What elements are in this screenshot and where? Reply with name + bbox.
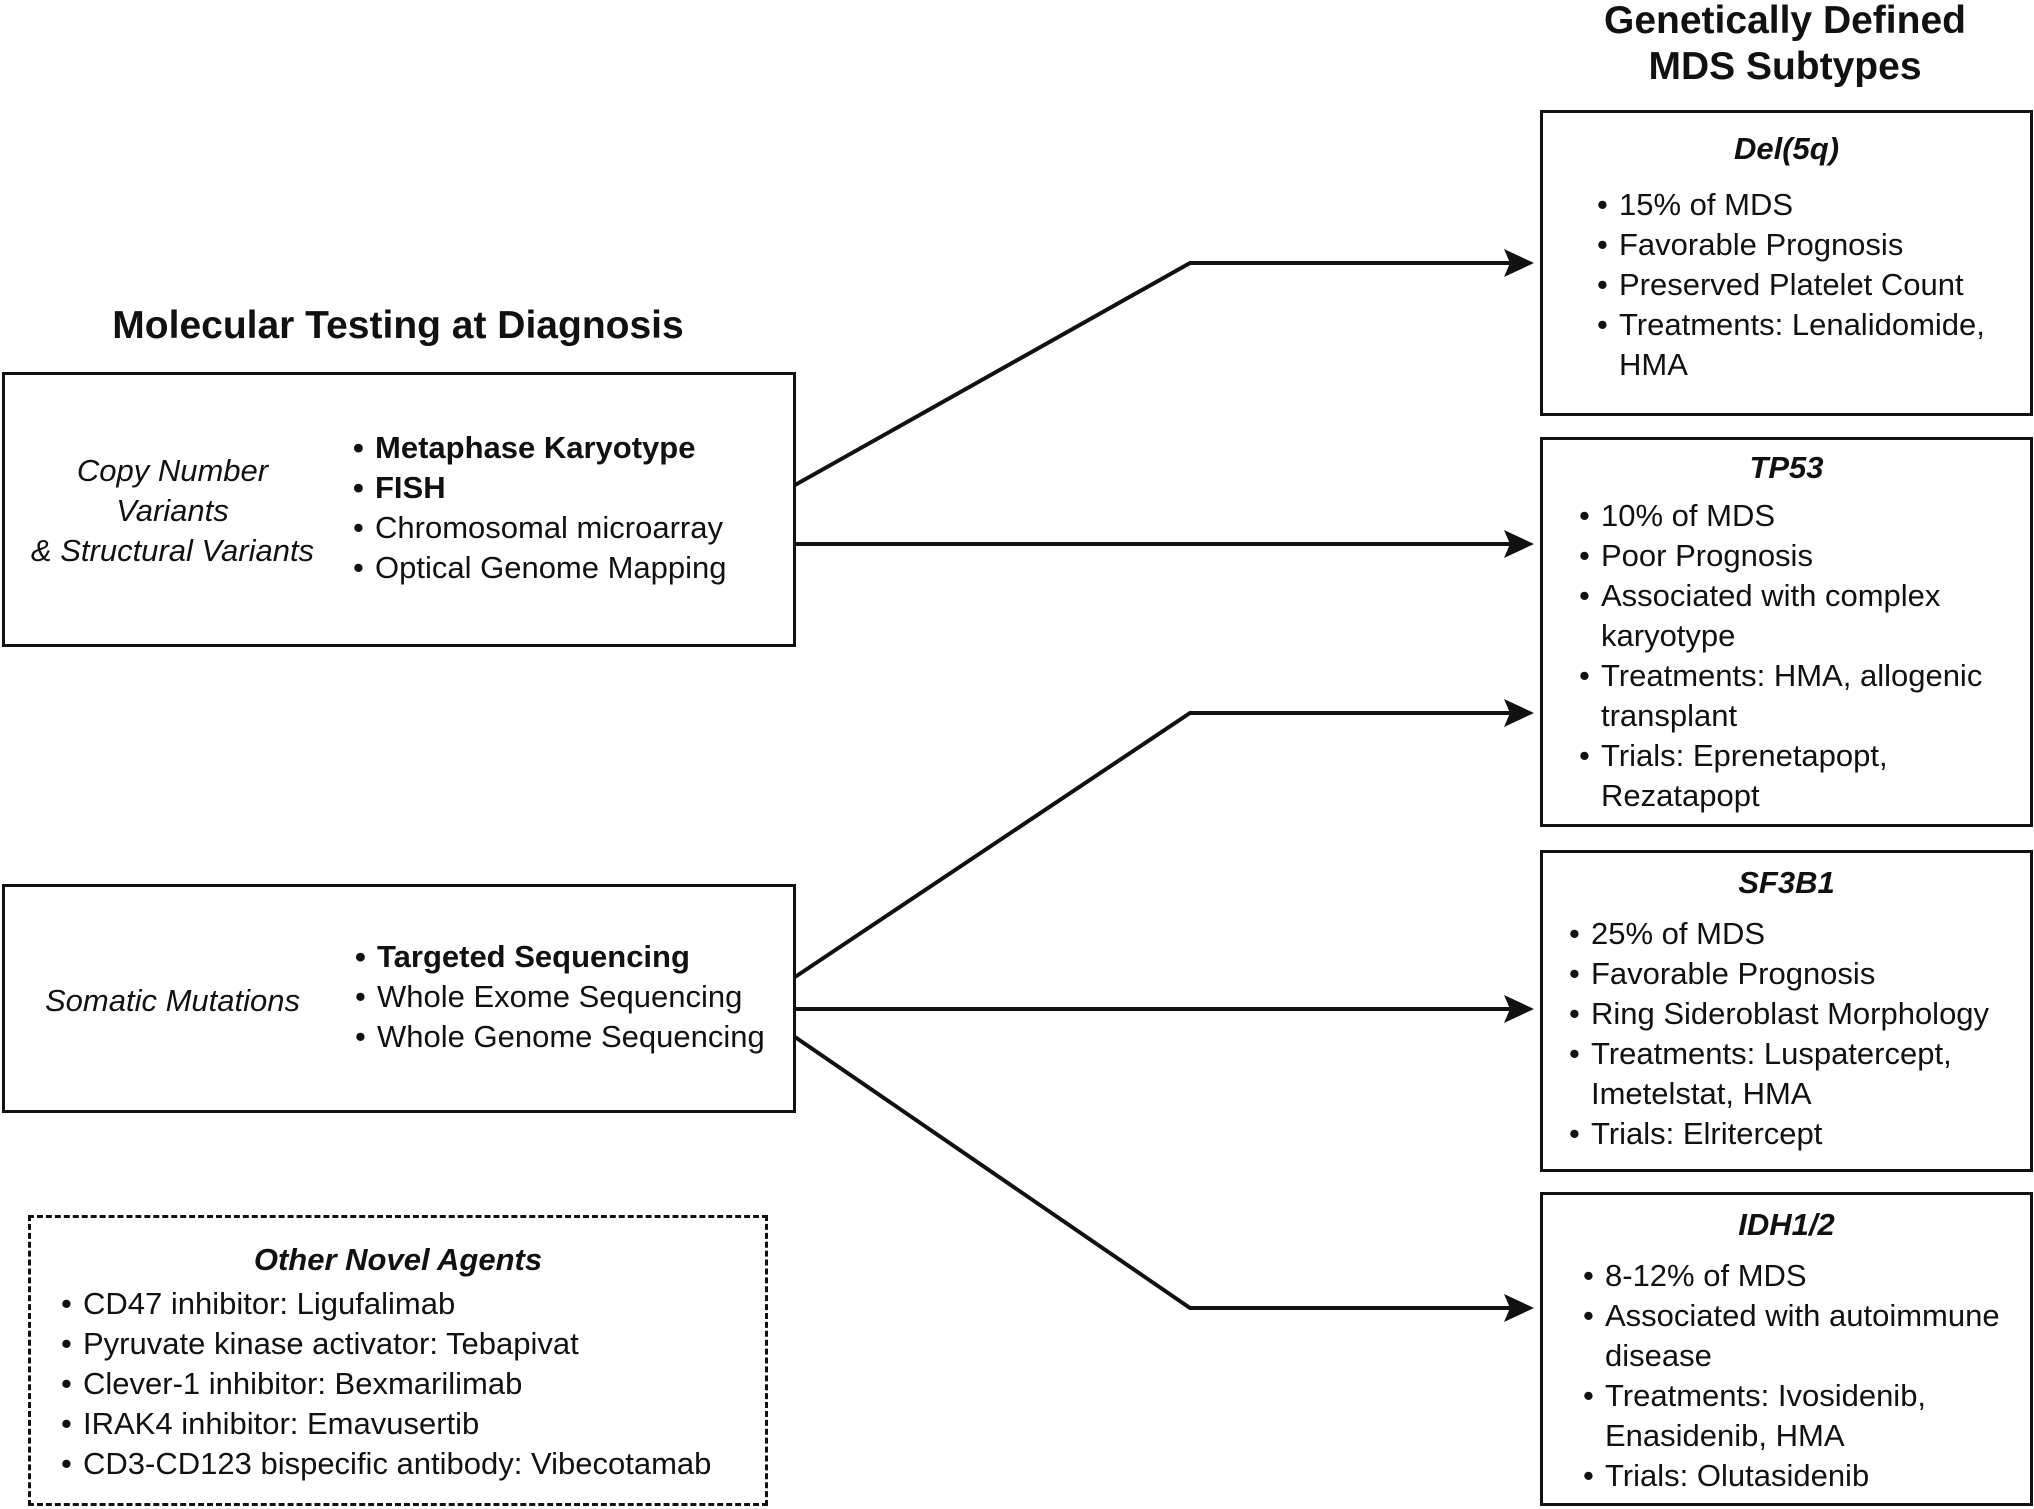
somatic-category-label: Somatic Mutations bbox=[5, 981, 340, 1021]
arrow-heads bbox=[1504, 249, 1534, 1322]
method-item: Chromosomal microarray bbox=[353, 508, 727, 548]
cnv-category-label: Copy Number Variants & Structural Varian… bbox=[5, 451, 340, 571]
subtype-item: Trials: Elritercept bbox=[1569, 1114, 1989, 1154]
category-line: & Structural Variants bbox=[30, 533, 315, 568]
cnv-testing-box: Copy Number Variants & Structural Varian… bbox=[2, 372, 796, 647]
arrow-lines bbox=[793, 261, 1512, 1310]
subtype-item: Poor Prognosis bbox=[1579, 536, 1982, 576]
agent-item: CD47 inhibitor: Ligufalimab bbox=[61, 1284, 711, 1324]
subtype-idh-box: IDH1/2 8-12% of MDS Associated with auto… bbox=[1540, 1192, 2033, 1506]
other-agents-list: CD47 inhibitor: Ligufalimab Pyruvate kin… bbox=[61, 1284, 711, 1484]
subtype-tp53-box: TP53 10% of MDS Poor Prognosis Associate… bbox=[1540, 437, 2033, 827]
subtype-items: 25% of MDS Favorable Prognosis Ring Side… bbox=[1569, 914, 1989, 1154]
somatic-testing-box: Somatic Mutations Targeted Sequencing Wh… bbox=[2, 884, 796, 1113]
method-item: FISH bbox=[353, 468, 727, 508]
subtype-item: Preserved Platelet Count bbox=[1597, 265, 1985, 305]
other-agents-title: Other Novel Agents bbox=[253, 1242, 543, 1277]
agent-item: Clever-1 inhibitor: Bexmarilimab bbox=[61, 1364, 711, 1404]
subtype-item: Favorable Prognosis bbox=[1597, 225, 1985, 265]
category-line: Somatic Mutations bbox=[45, 983, 300, 1018]
arrowhead-del5q bbox=[1504, 249, 1534, 277]
method-item: Targeted Sequencing bbox=[355, 937, 765, 977]
other-novel-agents-box: Other Novel Agents CD47 inhibitor: Liguf… bbox=[28, 1215, 768, 1506]
subtype-item: 8-12% of MDS bbox=[1583, 1256, 2000, 1296]
right-heading: Genetically Defined MDS Subtypes bbox=[1490, 0, 2034, 90]
cnv-methods-list: Metaphase Karyotype FISH Chromosomal mic… bbox=[353, 428, 727, 588]
agent-item: IRAK4 inhibitor: Emavusertib bbox=[61, 1404, 711, 1444]
method-item: Optical Genome Mapping bbox=[353, 548, 727, 588]
somatic-methods-list: Targeted Sequencing Whole Exome Sequenci… bbox=[355, 937, 765, 1057]
subtype-item: Trials: Olutasidenib bbox=[1583, 1456, 2000, 1496]
subtype-items: 8-12% of MDS Associated with autoimmuned… bbox=[1583, 1256, 2000, 1496]
right-heading-line-2: MDS Subtypes bbox=[1648, 45, 1922, 88]
subtype-del5q-box: Del(5q) 15% of MDS Favorable Prognosis P… bbox=[1540, 110, 2033, 416]
agent-item: CD3-CD123 bispecific antibody: Vibecotam… bbox=[61, 1444, 711, 1484]
subtype-item: 25% of MDS bbox=[1569, 914, 1989, 954]
subtype-item: Favorable Prognosis bbox=[1569, 954, 1989, 994]
subtype-title: SF3B1 bbox=[1738, 865, 1835, 900]
subtype-item: Treatments: Ivosidenib,Enasidenib, HMA bbox=[1583, 1376, 2000, 1456]
subtype-title: TP53 bbox=[1749, 450, 1824, 485]
subtype-item: 15% of MDS bbox=[1597, 185, 1985, 225]
arrowhead-tp53-b bbox=[1504, 699, 1534, 727]
arrow-somatic-to-idh bbox=[793, 1035, 1512, 1310]
subtype-sf3b1-box: SF3B1 25% of MDS Favorable Prognosis Rin… bbox=[1540, 850, 2033, 1172]
arrowhead-idh bbox=[1504, 1294, 1534, 1322]
right-heading-line-1: Genetically Defined bbox=[1604, 0, 1966, 42]
subtype-items: 10% of MDS Poor Prognosis Associated wit… bbox=[1579, 496, 1982, 816]
subtype-item: Ring Sideroblast Morphology bbox=[1569, 994, 1989, 1034]
category-line: Variants bbox=[116, 493, 229, 528]
arrow-cnv-to-del5q bbox=[794, 261, 1512, 487]
subtype-item: Treatments: Luspatercept,Imetelstat, HMA bbox=[1569, 1034, 1989, 1114]
method-item: Whole Exome Sequencing bbox=[355, 977, 765, 1017]
arrowhead-tp53-a bbox=[1504, 530, 1534, 558]
agent-item: Pyruvate kinase activator: Tebapivat bbox=[61, 1324, 711, 1364]
subtype-item: Trials: Eprenetapopt,Rezatapopt bbox=[1579, 736, 1982, 816]
subtype-item: 10% of MDS bbox=[1579, 496, 1982, 536]
arrowhead-sf3b1 bbox=[1504, 995, 1534, 1023]
arrow-somatic-to-tp53 bbox=[793, 711, 1512, 979]
subtype-item: Treatments: Lenalidomide,HMA bbox=[1597, 305, 1985, 385]
method-item: Metaphase Karyotype bbox=[353, 428, 727, 468]
subtype-items: 15% of MDS Favorable Prognosis Preserved… bbox=[1597, 185, 1985, 385]
left-heading: Molecular Testing at Diagnosis bbox=[112, 304, 684, 347]
subtype-title: IDH1/2 bbox=[1738, 1207, 1835, 1242]
method-item: Whole Genome Sequencing bbox=[355, 1017, 765, 1057]
category-line: Copy Number bbox=[76, 453, 269, 488]
subtype-title: Del(5q) bbox=[1733, 131, 1840, 166]
